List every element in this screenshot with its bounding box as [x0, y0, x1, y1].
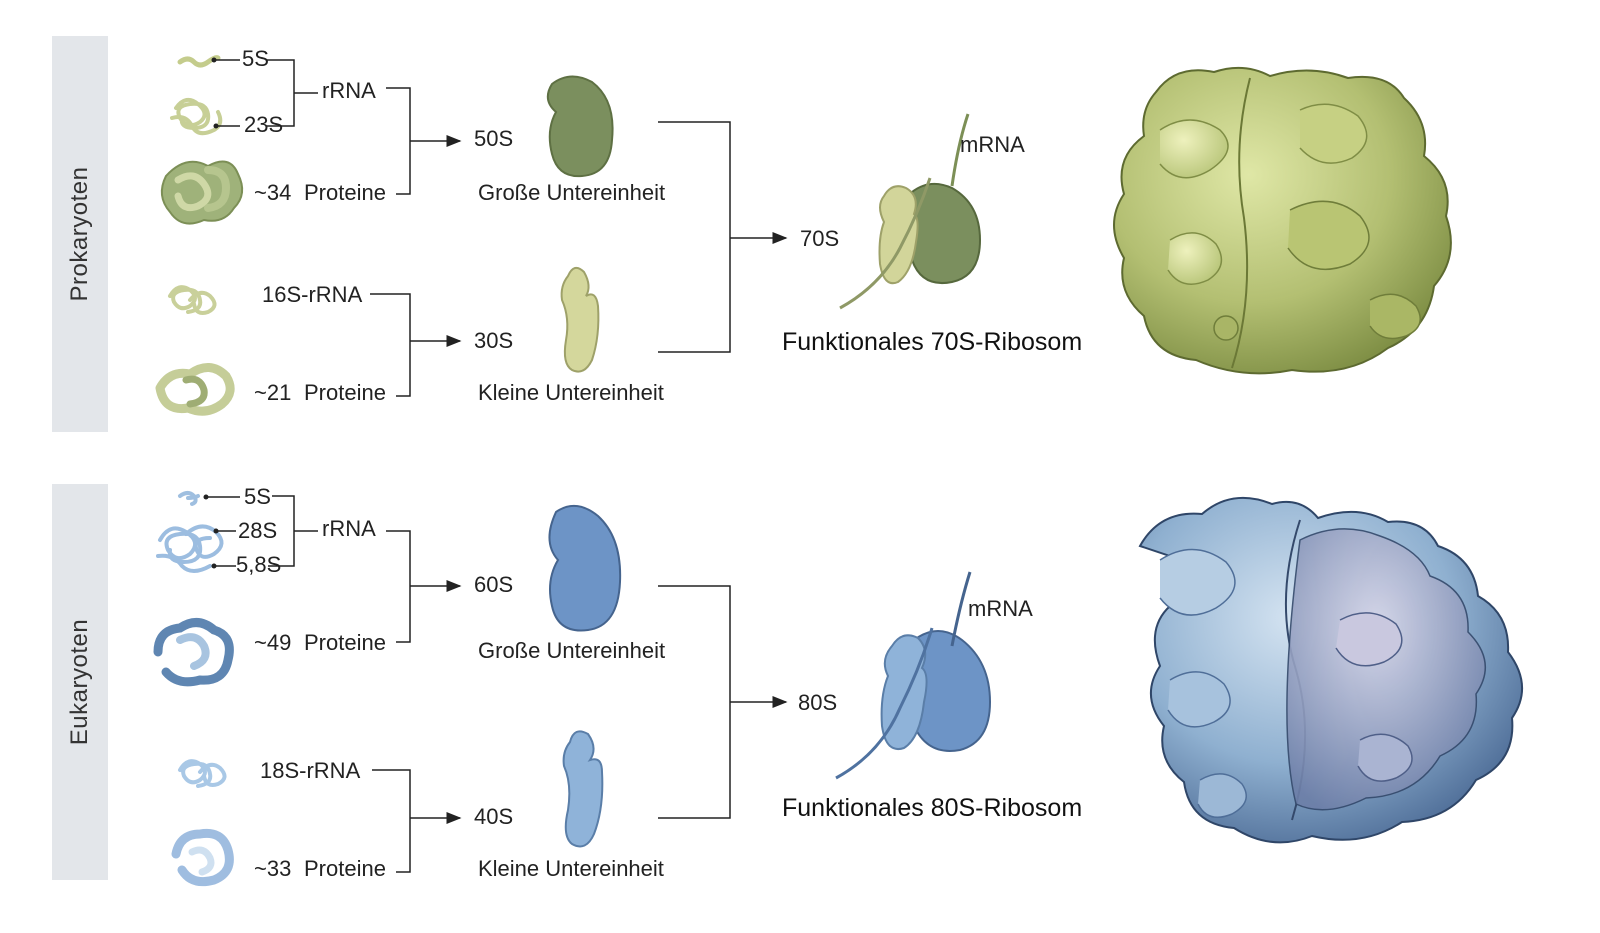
label-rrna: rRNA [322, 78, 376, 103]
eukaryotes-band: Eukaryoten [52, 484, 108, 880]
label-49-count: ~49 [254, 630, 292, 655]
label-30s: 30S [474, 328, 514, 353]
label-5s: 5S [242, 46, 269, 71]
small-subunit-40s-icon [562, 730, 604, 848]
label-16s-rrna: 16S-rRNA [262, 282, 363, 307]
rrna-16s-icon [168, 285, 217, 315]
label-50s: 50S [474, 126, 514, 151]
prokaryote-section [155, 55, 1452, 416]
label-33-count: ~33 [254, 856, 292, 881]
label-functional-80s: Funktionales 80S-Ribosom [782, 794, 1083, 822]
proteins-small-euk-icon [171, 828, 234, 887]
ribosome-80s-surface-model [1138, 497, 1524, 844]
label-large-subunit-euk: Große Untereinheit [478, 638, 666, 663]
label-mrna-80s: mRNA [968, 596, 1033, 621]
eukaryote-section [153, 491, 1524, 887]
label-33-proteins: Proteine [304, 856, 386, 881]
proteins-small-icon [155, 363, 235, 416]
label-70s: 70S [800, 226, 840, 251]
label-21-proteins: Proteine [304, 380, 386, 405]
proteins-large-icon [160, 160, 244, 225]
label-mrna-70s: mRNA [960, 132, 1025, 157]
large-subunit-60s-icon [548, 505, 622, 632]
label-49-proteins: Proteine [304, 630, 386, 655]
label-large-subunit: Große Untereinheit [478, 180, 666, 205]
ribosome-70s-surface-model [1113, 66, 1452, 375]
label-34-count: ~34 [254, 180, 292, 205]
label-34-proteins: Proteine [304, 180, 386, 205]
small-subunit-30s-icon [560, 266, 600, 373]
label-5s-euk: 5S [244, 484, 271, 509]
prokaryotes-band: Prokaryoten [52, 36, 108, 432]
label-18s-rrna: 18S-rRNA [260, 758, 361, 783]
ribosome-70s-icon [839, 113, 982, 310]
label-28s: 28S [238, 518, 278, 543]
rrna-23s-icon [170, 97, 223, 136]
proteins-large-euk-icon [153, 618, 234, 687]
label-small-subunit-euk: Kleine Untereinheit [478, 856, 664, 881]
rrna-28s-icon [156, 524, 224, 573]
label-58s: 5,8S [236, 552, 282, 577]
label-rrna-euk: rRNA [322, 516, 376, 541]
rrna-18s-icon [178, 759, 227, 788]
rrna-5s-euk-icon [178, 491, 200, 506]
ribosome-80s-icon [835, 571, 992, 780]
label-23s: 23S [244, 112, 284, 137]
label-40s: 40S [474, 804, 514, 829]
label-80s: 80S [798, 690, 838, 715]
label-small-subunit: Kleine Untereinheit [478, 380, 664, 405]
label-functional-70s: Funktionales 70S-Ribosom [782, 328, 1083, 356]
label-21-count: ~21 [254, 380, 292, 405]
label-60s: 60S [474, 572, 514, 597]
large-subunit-50s-icon [546, 75, 614, 178]
